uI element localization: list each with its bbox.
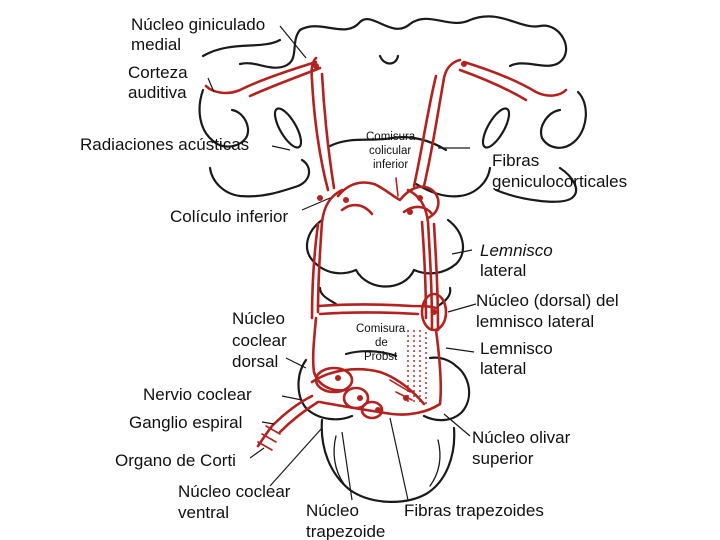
label-geniculate-line2: medial (131, 35, 181, 54)
label-geniculocortical-line2: geniculocorticales (492, 172, 627, 191)
label-superior-olive-line1: Núcleo olivar (472, 428, 571, 447)
label-commissure-ic-line3: inferior (373, 159, 408, 171)
label-cortex-line2: auditiva (128, 83, 187, 102)
label-lemniscus-lower-line2: lateral (480, 359, 526, 378)
label-lemniscus-lower-line1: Lemnisco (480, 339, 553, 358)
brain-outline-brainstem (297, 350, 471, 503)
label-cochlear-nerve: Nervio coclear (143, 385, 252, 404)
label-dorsal-ll-line1: Núcleo (dorsal) del (476, 291, 619, 310)
label-radiations: Radiaciones acústicas (80, 135, 249, 154)
label-corti: Organo de Corti (115, 451, 236, 470)
label-dorsal-cochlear-line3: dorsal (232, 352, 278, 371)
label-trapezoid-nucleus-line1: Núcleo (306, 501, 359, 520)
label-commissure-ic-line2: colicular (369, 145, 411, 157)
label-commissure-ic-line1: Comisura (366, 131, 416, 143)
label-probst-line3: Probst (364, 351, 398, 363)
label-spiral-ganglion: Ganglio espiral (129, 413, 242, 432)
labels: Núcleo giniculado medial Corteza auditiv… (80, 15, 627, 540)
label-superior-olive-line2: superior (472, 449, 534, 468)
label-ventral-cochlear-line2: ventral (178, 503, 229, 522)
label-inferior-colliculus: Colículo inferior (170, 207, 288, 226)
auditory-pathway (204, 56, 568, 451)
label-ventral-cochlear-line1: Núcleo coclear (178, 482, 291, 501)
label-probst-line1: Comisura (356, 323, 406, 335)
label-probst-line2: de (375, 337, 388, 349)
label-lemniscus-upper-line1: Lemnisco (480, 241, 553, 260)
label-dorsal-cochlear-line2: coclear (232, 331, 287, 350)
leader-lines (207, 25, 477, 501)
label-trapezoid-fibers: Fibras trapezoides (404, 501, 544, 520)
label-geniculocortical-line1: Fibras (492, 151, 539, 170)
label-dorsal-ll-line2: lemnisco lateral (476, 312, 594, 331)
label-dorsal-cochlear-line1: Núcleo (232, 309, 285, 328)
brain-outline-midbrain (305, 218, 465, 308)
label-lemniscus-upper-line2: lateral (480, 261, 526, 280)
label-cortex-line1: Corteza (128, 63, 188, 82)
label-geniculate-line1: Núcleo giniculado (131, 15, 265, 34)
brain-outline-top (198, 15, 587, 203)
label-trapezoid-nucleus-line2: trapezoide (306, 522, 385, 540)
